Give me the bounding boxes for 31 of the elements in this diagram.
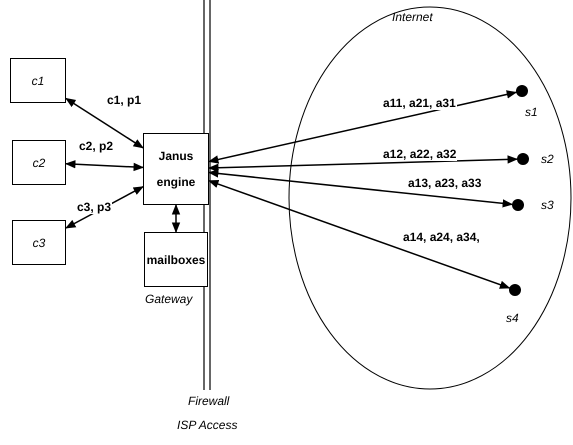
edge-label: c1, p1 [106,93,142,107]
arrow [172,204,180,234]
edge-label: a14, a24, a34, [402,230,481,244]
edge-label: c2, p2 [78,139,114,153]
edge-label: a13, a23, a33 [407,176,482,190]
arrow [208,155,518,172]
text-label: Firewall [188,394,230,408]
edge-label: a12, a22, a32 [382,147,458,161]
server-dot [516,85,528,97]
region-title: Internet [392,10,433,24]
text-label: Gateway [145,292,192,306]
node-caption: s4 [506,311,519,325]
client-box: c1 [10,58,66,103]
text-label: ISP Access [177,418,238,432]
client-box: c3 [12,220,66,265]
arrow [208,90,518,164]
edge-label: c3, p3 [76,200,112,214]
server-dot [517,153,529,165]
edge-label: a11, a21, a31 [382,96,457,110]
arrow [208,169,514,208]
node-caption: s1 [525,105,538,119]
arrow [65,98,144,148]
engine-box: Janus engine [143,133,209,205]
arrow [64,160,144,172]
client-box: c2 [12,140,66,185]
arrow [208,180,510,289]
server-dot [509,284,521,296]
node-caption: s3 [541,198,554,212]
server-dot [512,199,524,211]
node-caption: s2 [541,152,554,166]
mailboxes-box: mailboxes [144,232,208,287]
